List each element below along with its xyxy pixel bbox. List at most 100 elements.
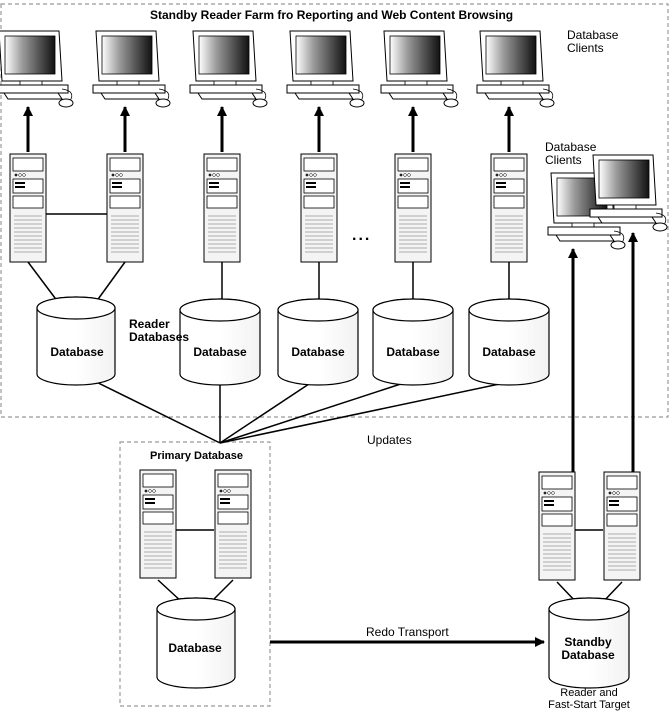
mouse-icon: [58, 98, 74, 108]
reader-database-4: [372, 298, 454, 386]
status-led: [547, 491, 551, 495]
drive-bay: [142, 473, 174, 488]
mouse-cable: [158, 88, 170, 102]
client-workstation-6: [476, 30, 555, 108]
keyboard-icon: [294, 92, 354, 100]
keyboard-icon: [555, 234, 615, 242]
database-cylinder-top: [548, 597, 630, 621]
server-db-link: [95, 261, 126, 303]
monitor-stand: [404, 80, 428, 86]
status-led: [208, 173, 212, 177]
primary-server-2: [214, 469, 252, 579]
reader-db-4-label: Database: [386, 345, 440, 359]
database-clients-label-right: Database Clients: [545, 140, 597, 167]
computer-base: [0, 84, 69, 94]
reader-database-3: [277, 298, 359, 386]
computer-base: [189, 84, 263, 94]
computer-base: [589, 208, 663, 218]
drive-slot: [544, 500, 554, 502]
computer-base: [286, 84, 360, 94]
standby-server-2: [603, 471, 641, 581]
primary-database-boundary: [119, 441, 271, 707]
reader-server-3: [203, 153, 241, 263]
status-led: [612, 491, 616, 495]
monitor-stand: [613, 204, 637, 210]
database-cylinder-top: [156, 597, 236, 621]
database-clients-label-top: Database Clients: [567, 28, 619, 55]
drive-slot: [209, 182, 219, 184]
computer-base: [547, 226, 621, 236]
drive-bay: [606, 513, 638, 527]
reader-databases-label: Reader Databases: [129, 317, 190, 344]
client-workstation-3: [189, 30, 268, 108]
standby-db-label: Standby Database: [561, 635, 615, 662]
status-led: [403, 173, 407, 177]
reader-database-5: [468, 298, 550, 386]
drive-slot: [15, 182, 25, 184]
reader-database-1: [36, 296, 116, 386]
drive-bay: [303, 195, 335, 209]
status-led: [503, 173, 507, 177]
reader-db-3-label: Database: [291, 345, 345, 359]
drive-bay: [12, 157, 44, 172]
mouse-cable: [352, 88, 364, 102]
status-led: [227, 489, 231, 493]
ellipsis-label: ...: [352, 227, 372, 244]
monitor-stand: [500, 80, 524, 86]
status-led: [14, 173, 18, 177]
reader-db-1-label: Database: [50, 345, 104, 359]
reader-server-5: [394, 153, 432, 263]
keyboard-icon: [388, 92, 448, 100]
drive-bay: [397, 157, 429, 172]
drive-slot: [496, 186, 506, 188]
drive-slot: [145, 502, 155, 504]
update-link: [75, 371, 221, 444]
status-led: [305, 173, 309, 177]
drive-bay: [12, 195, 44, 209]
mouse-icon: [252, 98, 268, 108]
mouse-icon: [610, 240, 626, 250]
client-workstation-1: [0, 30, 74, 108]
drive-slot: [400, 182, 410, 184]
database-cylinder-top: [372, 298, 454, 322]
database-cylinder-top: [468, 298, 550, 322]
mouse-cable: [542, 88, 554, 102]
standby-database: [548, 597, 630, 689]
primary-server-1: [139, 469, 177, 579]
drive-bay: [606, 475, 638, 490]
drive-bay: [109, 195, 141, 209]
drive-slot: [496, 182, 506, 184]
keyboard-icon: [597, 216, 657, 224]
status-led: [18, 173, 22, 177]
mouse-icon: [443, 98, 459, 108]
reader-server-2: [106, 153, 144, 263]
reader-server-6: [490, 153, 528, 263]
mouse-cable: [446, 88, 458, 102]
monitor-stand: [310, 80, 334, 86]
mouse-cable: [255, 88, 267, 102]
database-group: [36, 296, 630, 689]
status-led: [216, 173, 220, 177]
connectors: [23, 106, 638, 647]
reader-server-1: [9, 153, 47, 263]
monitor-screen: [485, 35, 537, 75]
primary-database: [156, 597, 236, 689]
database-cylinder-top: [277, 298, 359, 322]
status-led: [144, 489, 148, 493]
mouse-icon: [349, 98, 365, 108]
drive-slot: [112, 186, 122, 188]
computer-base: [476, 84, 550, 94]
drive-slot: [306, 186, 316, 188]
status-led: [399, 173, 403, 177]
keyboard-icon: [3, 92, 63, 100]
drive-bay: [493, 157, 525, 172]
drive-bay: [303, 157, 335, 172]
client-workstation-5: [380, 30, 459, 108]
drive-bay: [397, 195, 429, 209]
drive-slot: [112, 182, 122, 184]
status-led: [212, 173, 216, 177]
status-led: [608, 491, 612, 495]
drive-bay: [206, 157, 238, 172]
drive-slot: [220, 498, 230, 500]
monitor-screen: [198, 35, 250, 75]
